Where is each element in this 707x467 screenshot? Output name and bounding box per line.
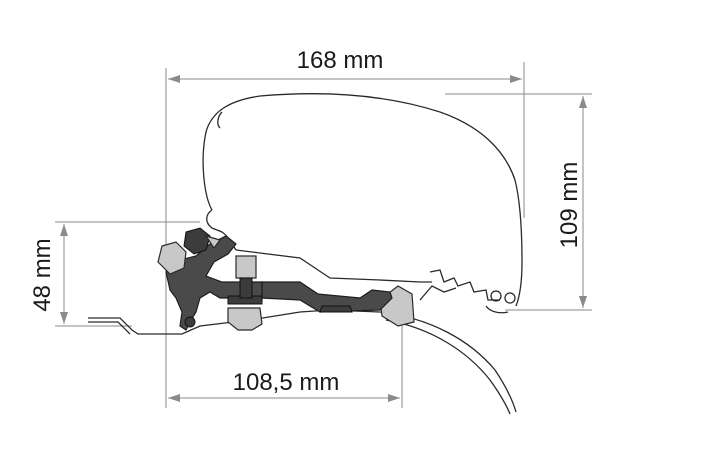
dimension-48: 48 mm [29, 221, 200, 327]
mounting-bracket [157, 227, 263, 331]
bottom-width-dimension-label: 108,5 mm [233, 369, 340, 396]
awning-cassette [202, 93, 523, 314]
dimension-109: 109 mm [445, 93, 592, 311]
width-dimension-label: 168 mm [297, 47, 384, 74]
vehicle-roof [88, 309, 517, 415]
dimension-168: 168 mm [165, 47, 525, 408]
adapter-rail [261, 281, 415, 327]
bracket-height-dimension-label: 48 mm [29, 238, 56, 311]
height-dimension-label: 109 mm [556, 162, 583, 249]
dimension-108-5: 108,5 mm [168, 318, 403, 408]
